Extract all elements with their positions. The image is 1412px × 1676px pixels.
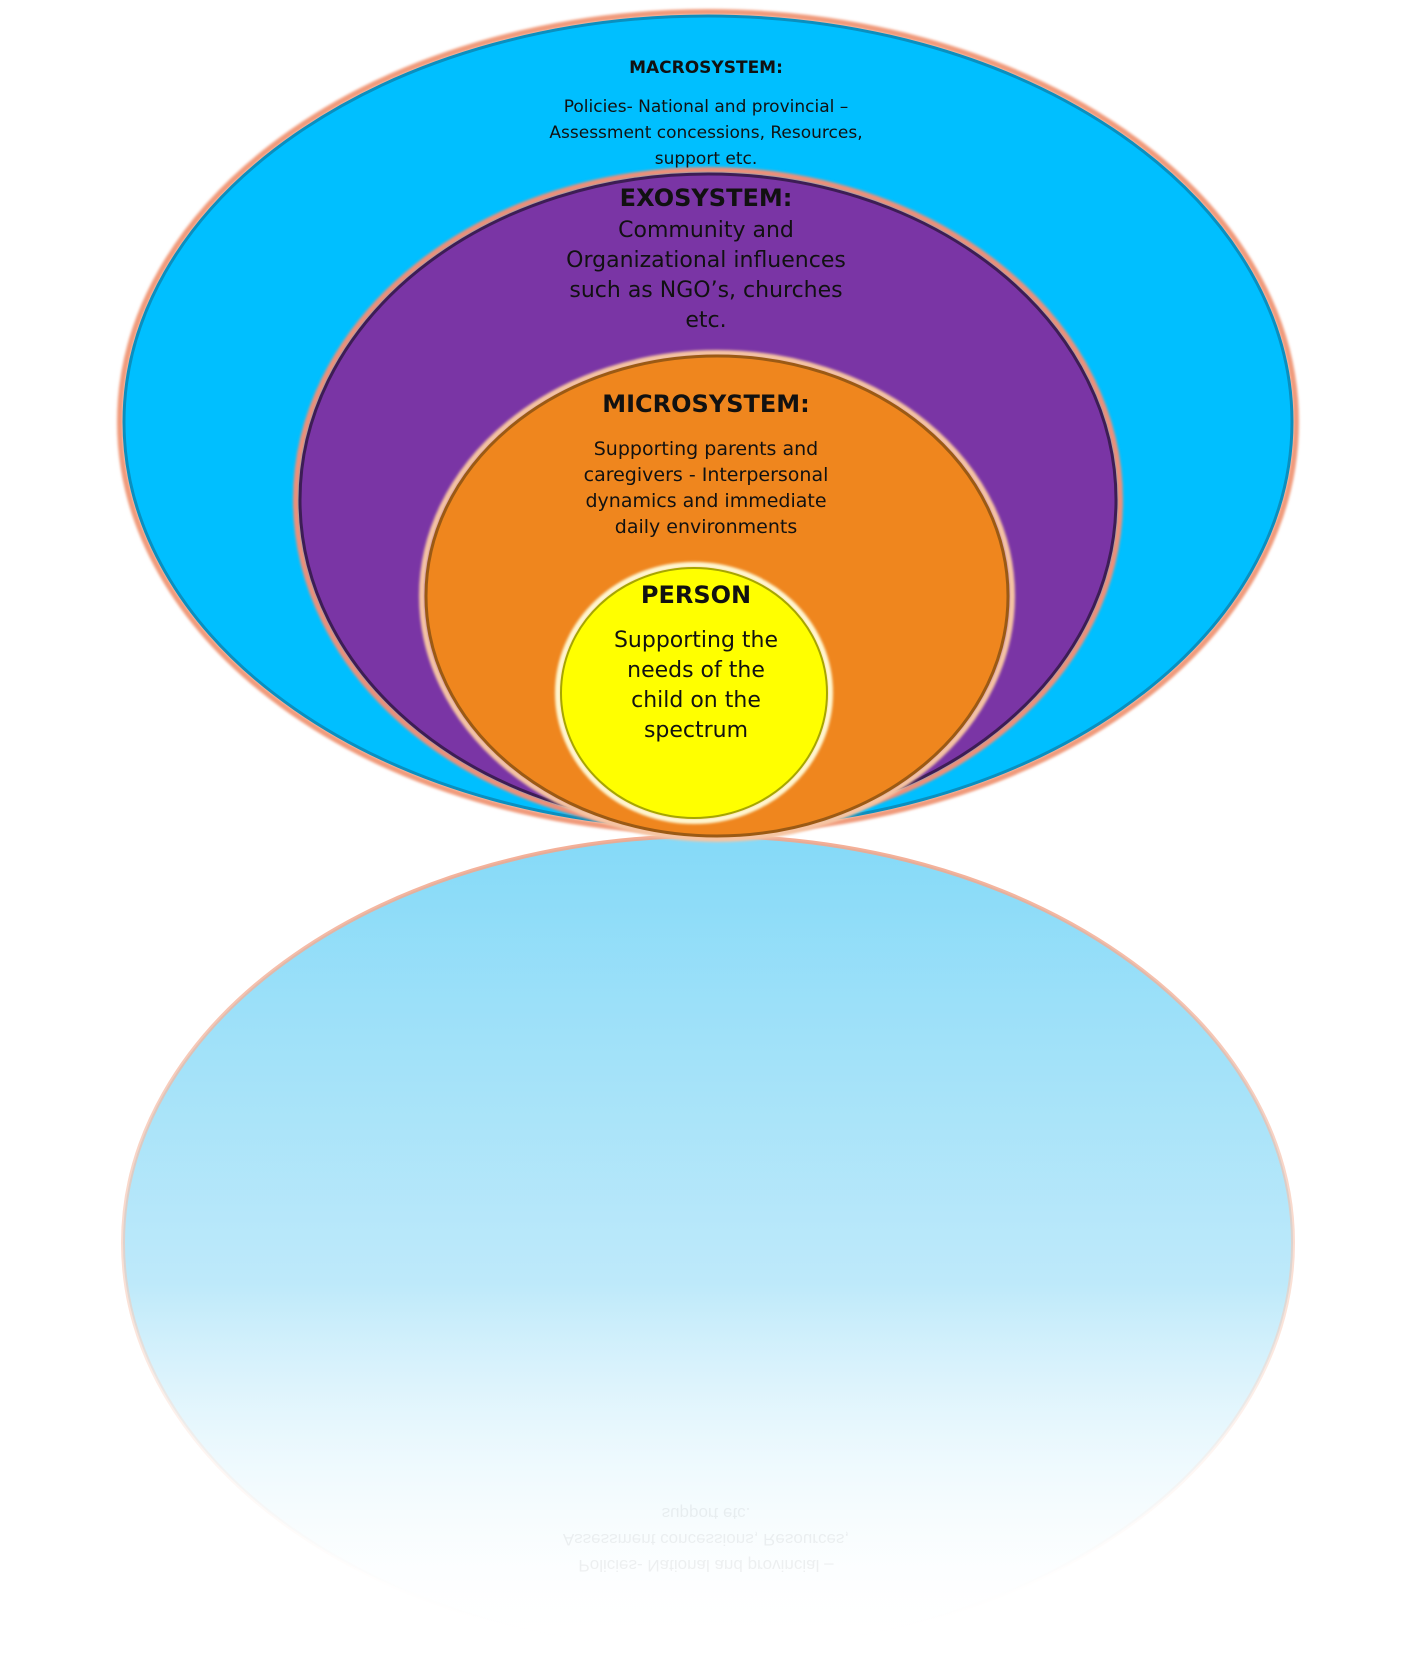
exosystem-line: such as NGO’s, churches <box>569 278 843 303</box>
person-line: needs of the <box>627 658 765 683</box>
exosystem-line: Organizational influences <box>566 248 846 273</box>
microsystem-heading: MICROSYSTEM: <box>602 390 810 418</box>
person-line: spectrum <box>643 718 749 743</box>
person-description: Supporting the needs of the child on the… <box>591 626 801 746</box>
exosystem-description: Community and Organizational influences … <box>536 216 876 336</box>
person-heading: PERSON <box>640 581 752 609</box>
microsystem-line: dynamics and immediate <box>585 490 827 512</box>
macrosystem-line: support etc. <box>654 149 758 169</box>
exosystem-line: Community and <box>618 218 794 243</box>
reflection-line: Assessment concessions, Resources, <box>562 1530 850 1549</box>
macrosystem-description: Policies- National and provincial – Asse… <box>506 94 906 172</box>
person-outline <box>555 562 833 824</box>
macrosystem-heading: MACROSYSTEM: <box>629 58 783 78</box>
person-circle <box>560 567 828 819</box>
exosystem-heading: EXOSYSTEM: <box>619 184 793 212</box>
macrosystem-line: Assessment concessions, Resources, <box>549 123 863 143</box>
microsystem-line: caregivers - Interpersonal <box>583 464 829 486</box>
microsystem-outline <box>419 350 1015 842</box>
microsystem-line: daily environments <box>614 516 798 538</box>
person-line: child on the <box>631 688 761 713</box>
reflection-text: Policies- National and provincial – Asse… <box>506 1500 906 1578</box>
person-line: Supporting the <box>613 628 779 653</box>
macrosystem-line: Policies- National and provincial – <box>563 97 849 117</box>
reflection-line: Policies- National and provincial – <box>578 1556 834 1575</box>
exosystem-line: etc. <box>685 308 727 333</box>
microsystem-line: Supporting parents and <box>593 438 819 460</box>
reflection-line: support etc. <box>661 1504 751 1523</box>
microsystem-description: Supporting parents and caregivers - Inte… <box>566 436 846 540</box>
